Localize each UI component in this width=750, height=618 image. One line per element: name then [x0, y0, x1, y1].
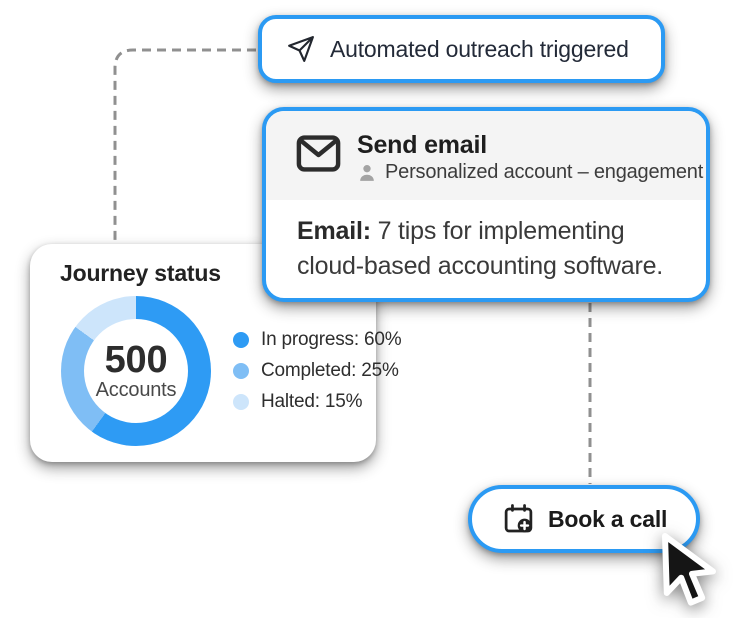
send-email-card[interactable]: Send email Personalized account – engage… — [262, 107, 710, 302]
connector-trigger-to-journey — [113, 48, 256, 244]
email-audience-label: Personalized account – engagement — [385, 161, 704, 183]
legend-label: In progress: 60% — [261, 329, 402, 350]
accounts-label: Accounts — [95, 379, 177, 401]
journey-status-title: Journey status — [60, 260, 221, 286]
legend-item-in-progress: In progress: 60% — [233, 329, 402, 351]
envelope-icon — [296, 135, 341, 184]
donut-center: 500 Accounts — [84, 319, 188, 423]
completed-dot-icon — [233, 363, 249, 379]
calendar-add-icon — [502, 503, 535, 536]
journey-donut-chart: 500 Accounts — [61, 296, 211, 446]
person-icon — [357, 163, 377, 183]
email-subject-prefix: Email: — [297, 217, 371, 245]
legend-item-completed: Completed: 25% — [233, 360, 401, 382]
accounts-count: 500 — [104, 339, 168, 381]
send-email-header: Send email Personalized account – engage… — [266, 111, 706, 200]
send-icon — [286, 34, 316, 64]
halted-dot-icon — [233, 394, 249, 410]
legend-label: Halted: 15% — [261, 391, 363, 412]
legend-label: Completed: 25% — [261, 360, 399, 381]
journey-status-card: Journey status 500 Accounts In progress:… — [30, 244, 402, 462]
send-email-title: Send email — [357, 131, 487, 159]
in-progress-dot-icon — [233, 332, 249, 348]
automated-outreach-label: Automated outreach triggered — [330, 35, 629, 62]
automated-outreach-pill[interactable]: Automated outreach triggered — [258, 15, 665, 83]
cursor-arrow-icon — [662, 533, 716, 606]
book-a-call-button[interactable]: Book a call — [468, 485, 700, 553]
email-subject-body: 7 tips for implementing cloud-based acco… — [297, 217, 664, 280]
legend-item-halted: Halted: 15% — [233, 391, 401, 413]
email-subject-text: Email: 7 tips for implementing cloud-bas… — [266, 200, 706, 284]
book-a-call-label: Book a call — [548, 505, 668, 532]
journey-legend: In progress: 60% Completed: 25% Halted: … — [233, 329, 402, 413]
